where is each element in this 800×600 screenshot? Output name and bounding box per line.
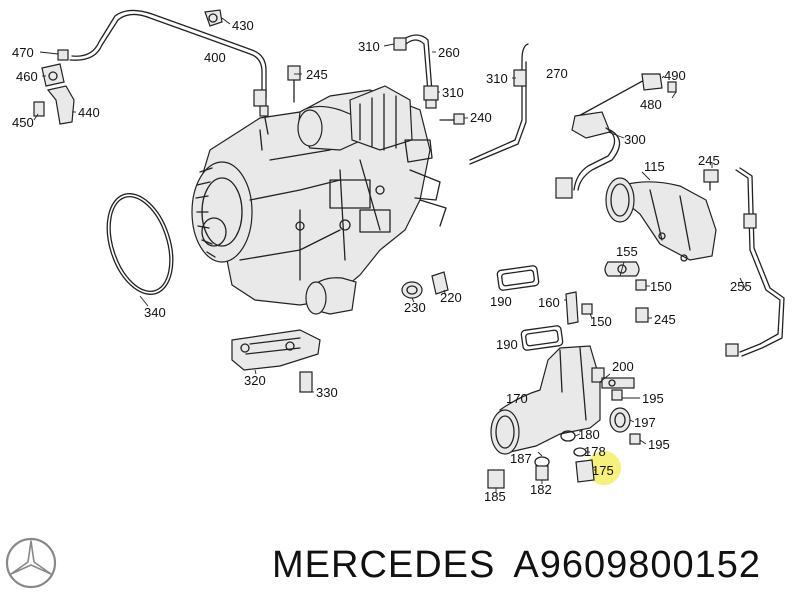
- callout-340: 340: [144, 305, 166, 320]
- callout-190-upper: 190: [490, 294, 512, 309]
- callout-190-lower: 190: [496, 337, 518, 352]
- callout-150-a: 150: [590, 314, 612, 329]
- brand-name: MERCEDES: [272, 544, 496, 586]
- callout-310-b: 310: [442, 85, 464, 100]
- callout-260: 260: [438, 45, 460, 60]
- callout-270: 270: [546, 66, 568, 81]
- callout-187: 187: [510, 451, 532, 466]
- callout-175: 175: [592, 463, 614, 478]
- callout-440: 440: [78, 105, 100, 120]
- pipe-270: [469, 43, 529, 165]
- sensor-300: [555, 73, 677, 199]
- callout-150-b: 150: [650, 279, 672, 294]
- callout-245-right: 245: [698, 153, 720, 168]
- callout-430: 430: [232, 18, 254, 33]
- elbow-115: [605, 177, 717, 262]
- callout-185: 185: [484, 489, 506, 504]
- callout-195-a: 195: [642, 391, 664, 406]
- mercedes-star-icon: [5, 537, 57, 589]
- highlight-175: [587, 451, 621, 485]
- part-number: A9609800152: [513, 544, 762, 586]
- callout-300: 300: [624, 132, 646, 147]
- callout-320: 320: [244, 373, 266, 388]
- callout-155: 155: [616, 244, 638, 259]
- pipe-255: [725, 167, 785, 357]
- bolt-245-lower: [635, 307, 649, 323]
- callout-330: 330: [316, 385, 338, 400]
- parts-230-220: [401, 271, 449, 299]
- oil-line-400: [69, 9, 269, 117]
- fitting-245-right: [703, 169, 719, 191]
- callout-178: 178: [584, 444, 606, 459]
- engine-assembly: [191, 85, 447, 315]
- callout-182: 182: [530, 482, 552, 497]
- callout-255: 255: [730, 279, 752, 294]
- footer-title: MERCEDES A9609800152: [272, 544, 761, 587]
- bracket-160: [565, 291, 593, 325]
- callout-310-c: 310: [486, 71, 508, 86]
- callout-245-upper: 245: [306, 67, 328, 82]
- leader-lines: [33, 17, 747, 492]
- clamp-155: [604, 261, 647, 291]
- callout-numbers: 430 470 460 440 450 400 245 310 260 310 …: [12, 18, 752, 504]
- callout-460: 460: [16, 69, 38, 84]
- callout-220: 220: [440, 290, 462, 305]
- callout-450: 450: [12, 115, 34, 130]
- callout-160: 160: [538, 295, 560, 310]
- pipe-260: [393, 34, 439, 109]
- callout-245-lower: 245: [654, 312, 676, 327]
- bracket-320: [231, 329, 321, 393]
- gasket-ring: [106, 193, 174, 295]
- callout-197: 197: [634, 415, 656, 430]
- callout-230: 230: [404, 300, 426, 315]
- callout-470: 470: [12, 45, 34, 60]
- callout-400: 400: [204, 50, 226, 65]
- bolt-245-upper: [287, 65, 301, 103]
- elbow-170: [490, 345, 605, 455]
- bracket-200: [601, 377, 635, 389]
- callout-490: 490: [664, 68, 686, 83]
- callout-310-a: 310: [358, 39, 380, 54]
- callout-195-b: 195: [648, 437, 670, 452]
- fittings-upper-left: [33, 49, 75, 125]
- small-parts-lower: [487, 430, 595, 489]
- callout-180: 180: [578, 427, 600, 442]
- gasket-190-lower: [520, 325, 564, 351]
- gasket-190-upper: [496, 265, 540, 291]
- bolt-240: [439, 113, 465, 125]
- callout-240: 240: [470, 110, 492, 125]
- parts-197-195: [609, 389, 641, 445]
- callout-480: 480: [640, 97, 662, 112]
- callout-200: 200: [612, 359, 634, 374]
- callout-170: 170: [506, 391, 528, 406]
- callout-115: 115: [644, 159, 665, 174]
